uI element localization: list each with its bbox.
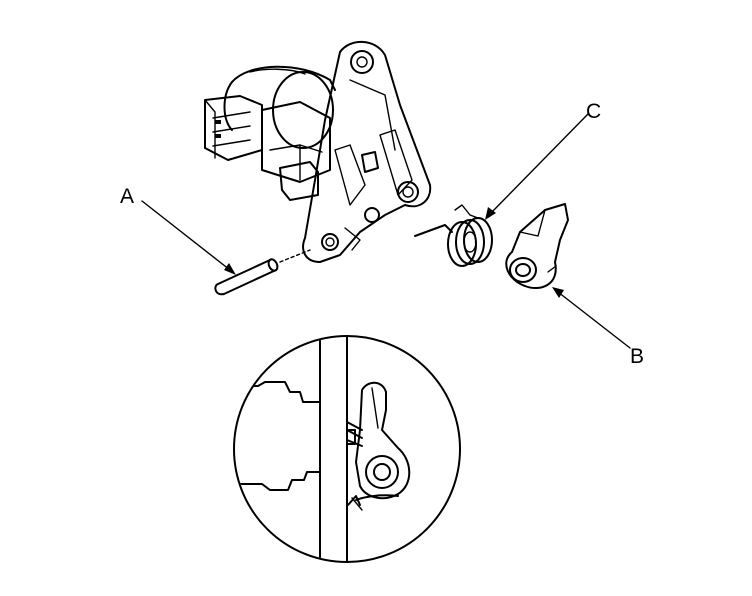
label-b: B (630, 345, 645, 368)
leader-line-a (141, 200, 236, 275)
mounting-bracket-plate (302, 40, 432, 263)
cam-lever-part (505, 203, 569, 290)
pin-insertion-dotted-path (279, 249, 311, 263)
leader-line-b (552, 287, 631, 349)
torsion-spring-part (414, 204, 493, 267)
label-a: A (120, 185, 135, 208)
leader-line-c (485, 113, 589, 220)
pin-part (214, 258, 279, 296)
actuator-motor-body (204, 65, 336, 201)
label-c: C (586, 100, 602, 123)
detail-view-circle (233, 335, 461, 563)
